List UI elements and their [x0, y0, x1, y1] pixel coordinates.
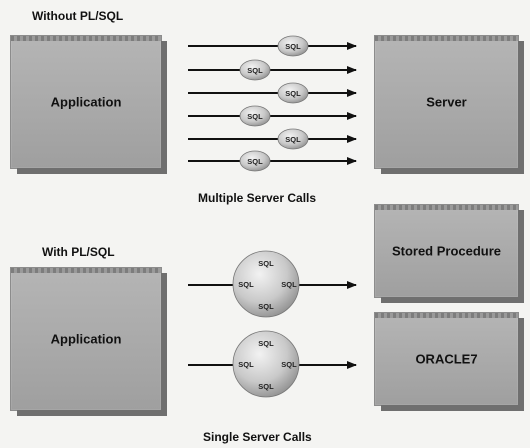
sql-label: SQL	[281, 360, 297, 369]
sql-bubble-1: SQL	[277, 35, 309, 57]
sql-label: SQL	[238, 280, 254, 289]
oracle7-box: ORACLE7	[374, 312, 524, 411]
plsql-block-bubble-1: SQL SQL SQL SQL	[232, 250, 300, 318]
server-label: Server	[426, 94, 467, 110]
sql-bubble-6: SQL	[239, 150, 271, 172]
sql-label: SQL	[285, 135, 301, 144]
stored-procedure-box: Stored Procedure	[374, 204, 524, 303]
heading-with-plsql: With PL/SQL	[42, 245, 115, 259]
sql-label: SQL	[238, 360, 254, 369]
sql-bubble-2: SQL	[239, 59, 271, 81]
heading-without-plsql: Without PL/SQL	[32, 9, 124, 23]
sql-bubble-4: SQL	[239, 105, 271, 127]
sql-label: SQL	[285, 42, 301, 51]
oracle7-label: ORACLE7	[415, 351, 478, 367]
sql-label: SQL	[285, 89, 301, 98]
stored-procedure-label: Stored Procedure	[391, 243, 502, 259]
sql-label: SQL	[247, 157, 263, 166]
caption-multiple-server-calls: Multiple Server Calls	[198, 191, 317, 205]
server-box: Server	[374, 35, 524, 174]
application-box-bottom: Application	[10, 267, 167, 416]
sql-label: SQL	[258, 339, 274, 348]
application-label-bottom: Application	[50, 331, 122, 347]
sql-label: SQL	[281, 280, 297, 289]
sql-label: SQL	[247, 66, 263, 75]
sql-label: SQL	[258, 302, 274, 311]
sql-bubble-3: SQL	[277, 82, 309, 104]
application-label-top: Application	[50, 94, 122, 110]
plsql-block-bubble-2: SQL SQL SQL SQL	[232, 330, 300, 398]
sql-label: SQL	[247, 112, 263, 121]
sql-label: SQL	[258, 382, 274, 391]
sql-bubble-5: SQL	[277, 128, 309, 150]
caption-single-server-calls: Single Server Calls	[203, 430, 312, 444]
sql-label: SQL	[258, 259, 274, 268]
application-box-top: Application	[10, 35, 167, 174]
